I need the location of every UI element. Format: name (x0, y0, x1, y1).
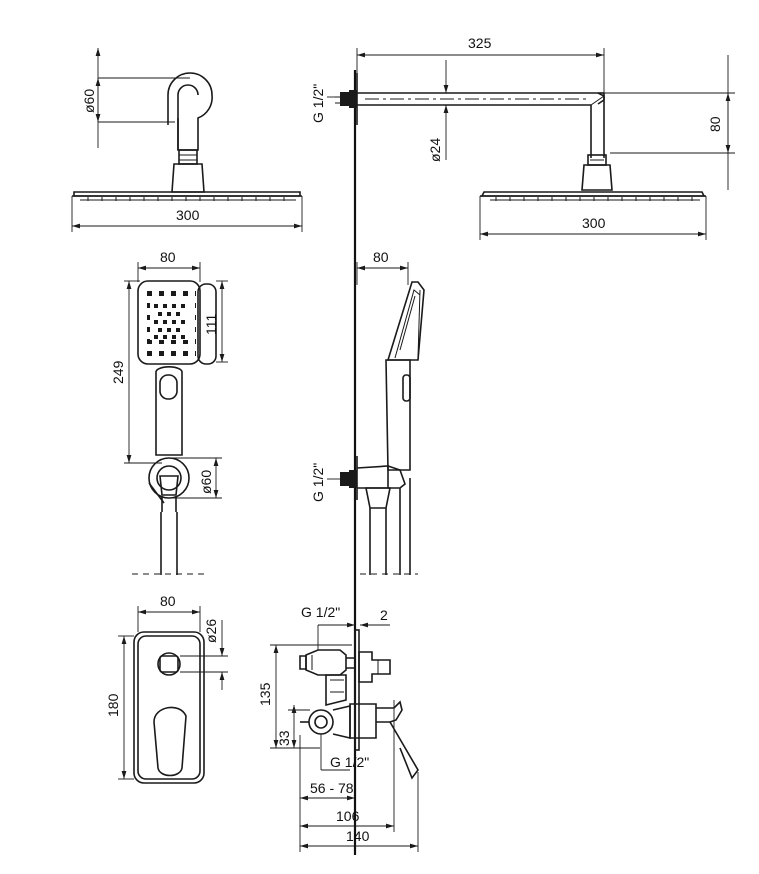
overhead-shower-side-view: 325 G 1/2" ø24 80 300 (310, 35, 735, 240)
dim-label-hand-side-width: 80 (373, 249, 389, 265)
dim-label-arm-length: 325 (468, 35, 492, 51)
dim-label-valve-outlet: 33 (276, 730, 292, 746)
mixer-valve-side-view: G 1/2" 2 135 33 G 1/2" 56 - 78 106 140 (257, 604, 419, 852)
nozzle-row (87, 197, 285, 201)
mixer-plate-front-view: 80 180 ø26 (105, 593, 228, 784)
dim-label-holder-dia: ø60 (198, 470, 214, 494)
dim-label-valve-gap: 2 (380, 607, 388, 623)
dim-label-valve-thread-top: G 1/2" (301, 604, 340, 620)
overhead-shower-front-view: ø60 300 (71, 48, 303, 232)
dim-label-hand-total: 249 (110, 360, 126, 384)
hand-shower-front-view: 80 111 249 ø60 (110, 249, 228, 575)
dim-label-arm-drop: 80 (707, 116, 723, 132)
dim-label-hand-head: 111 (203, 314, 219, 335)
dim-label-valve-thread-bottom: G 1/2" (330, 754, 369, 770)
dim-label-arm-dia: ø24 (427, 138, 443, 162)
dim-label-hand-thread: G 1/2" (310, 463, 326, 502)
dim-label-valve-height: 135 (257, 682, 273, 706)
dim-label-top-right-width: 300 (582, 215, 606, 231)
dim-label-top-left-dia: ø60 (81, 89, 97, 113)
dim-label-plate-width: 80 (160, 593, 176, 609)
dim-label-valve-depth-140: 140 (346, 828, 370, 844)
dim-label-top-left-width: 300 (176, 207, 200, 223)
dim-label-valve-depth-range: 56 - 78 (310, 780, 354, 796)
dim-label-plate-height: 180 (105, 693, 121, 717)
dim-label-top-thread: G 1/2" (310, 84, 326, 123)
dim-label-hand-width: 80 (160, 249, 176, 265)
dim-label-valve-depth-106: 106 (336, 808, 360, 824)
dim-label-knob-dia: ø26 (203, 619, 219, 643)
hand-shower-side-view: 80 G 1/2" (310, 249, 425, 575)
